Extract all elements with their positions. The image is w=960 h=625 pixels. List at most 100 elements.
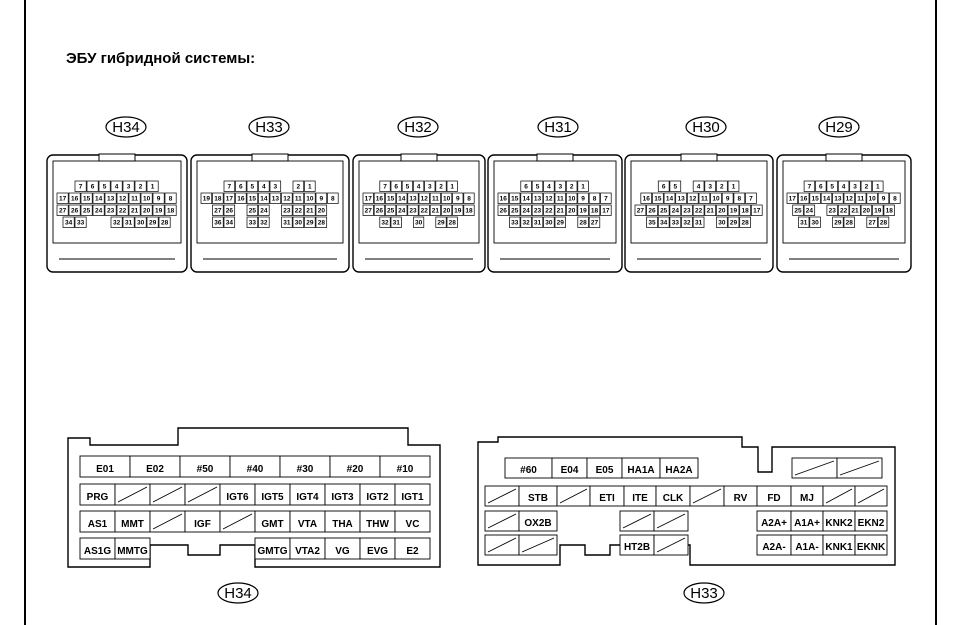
terminal-name: RV <box>734 493 748 504</box>
pin-cell <box>164 192 177 204</box>
pin-number: 23 <box>409 208 417 215</box>
connector-latch <box>98 153 136 162</box>
pin-cell <box>281 192 293 204</box>
pin-number: 19 <box>579 208 587 215</box>
pin-cell <box>304 216 316 228</box>
pin-cell <box>815 180 827 192</box>
unused-terminal-slash <box>222 513 253 530</box>
pin-cell <box>418 192 430 204</box>
connector-label-oval <box>397 116 439 138</box>
pin-number: 33 <box>77 220 85 227</box>
pin-number: 24 <box>95 208 103 215</box>
pin-cell <box>803 180 816 192</box>
pin-cell <box>56 204 69 216</box>
pin-number: 31 <box>534 220 542 227</box>
pin-cell <box>710 192 722 204</box>
pin-number: 4 <box>842 184 846 191</box>
pin-number: 2 <box>439 184 443 191</box>
pin-cell <box>379 216 391 228</box>
terminal-name: HT2B <box>624 542 650 553</box>
terminal-cell <box>394 537 431 560</box>
pin-number: 20 <box>568 208 576 215</box>
pin-number: 12 <box>689 196 697 203</box>
pin-cell <box>92 192 105 204</box>
pin-cell <box>258 180 270 192</box>
pin-number: 14 <box>260 196 268 203</box>
pin-number: 18 <box>591 208 599 215</box>
connector-label-oval <box>537 116 579 138</box>
pin-cell <box>407 204 419 216</box>
pin-number: 22 <box>695 208 703 215</box>
unused-terminal-slash <box>857 488 885 504</box>
pin-number: 6 <box>91 184 95 191</box>
pin-cell <box>520 204 532 216</box>
pin-number: 25 <box>794 208 802 215</box>
pin-number: 11 <box>131 196 138 203</box>
pin-number: 19 <box>454 208 462 215</box>
terminal-name: A1A- <box>795 542 818 553</box>
pin-number: 32 <box>113 220 121 227</box>
pin-cell <box>235 192 247 204</box>
pin-cell <box>56 192 69 204</box>
pin-cell <box>837 180 850 192</box>
pin-number: 13 <box>107 196 115 203</box>
pin-cell <box>497 192 509 204</box>
pin-number: 20 <box>443 208 451 215</box>
pin-cell <box>74 180 87 192</box>
terminal-name: MJ <box>800 493 814 504</box>
pin-number: 2 <box>720 184 724 191</box>
pin-number: 24 <box>398 208 406 215</box>
pin-cell <box>692 216 705 228</box>
pin-cell <box>577 216 589 228</box>
pin-number: 29 <box>437 220 445 227</box>
unused-terminal-slash <box>794 460 835 476</box>
pin-number: 15 <box>654 196 662 203</box>
pin-number: 4 <box>697 184 701 191</box>
pin-cell <box>832 192 844 204</box>
terminal-cell <box>379 455 431 478</box>
pin-number: 32 <box>522 220 530 227</box>
pin-cell <box>883 204 895 216</box>
terminal-name: #10 <box>397 464 414 475</box>
pin-cell <box>600 204 612 216</box>
connector-latch <box>825 153 863 162</box>
pin-number: 30 <box>415 220 423 227</box>
pin-number: 18 <box>214 196 222 203</box>
pin-cell <box>424 180 436 192</box>
pin-number: 13 <box>678 196 686 203</box>
pin-number: 31 <box>393 220 401 227</box>
pin-cell <box>212 204 224 216</box>
pin-cell <box>413 180 425 192</box>
pin-cell <box>68 192 81 204</box>
pin-cell <box>866 216 878 228</box>
terminal-name: A1A+ <box>794 518 820 529</box>
pin-number: 3 <box>127 184 131 191</box>
pin-number: 5 <box>830 184 834 191</box>
pin-cell <box>692 204 705 216</box>
pin-cell <box>134 216 147 228</box>
pin-number: 14 <box>95 196 103 203</box>
pin-cell <box>860 180 873 192</box>
pin-cell <box>385 204 397 216</box>
pin-number: 9 <box>157 196 161 203</box>
pin-cell <box>134 180 147 192</box>
pin-cell <box>390 216 402 228</box>
pin-number: 7 <box>383 184 387 191</box>
pin-number: 6 <box>394 184 398 191</box>
pin-cell <box>140 192 153 204</box>
terminal-name: IGT1 <box>401 492 424 503</box>
pin-cell <box>304 192 316 204</box>
pin-cell <box>826 180 838 192</box>
pin-cell <box>554 180 566 192</box>
terminal-name: IGT3 <box>331 492 354 503</box>
pin-cell <box>146 180 159 192</box>
pin-cell <box>200 192 213 204</box>
terminal-name: ETI <box>599 493 615 504</box>
pin-cell <box>80 192 93 204</box>
terminal-name: PRG <box>87 492 109 503</box>
pin-number: 13 <box>409 196 417 203</box>
pin-cell <box>566 204 578 216</box>
terminal-name: IGT5 <box>261 492 284 503</box>
pin-number: 1 <box>450 184 454 191</box>
